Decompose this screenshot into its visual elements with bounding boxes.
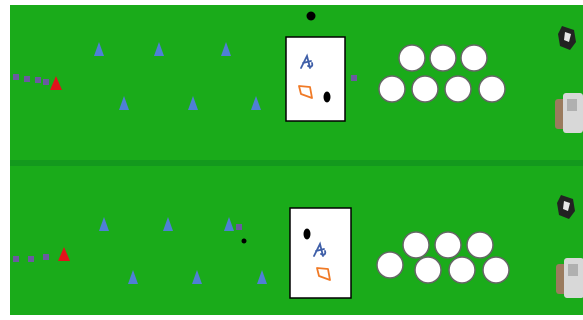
ball	[403, 232, 429, 258]
cone	[163, 217, 173, 231]
ball-marker	[304, 229, 311, 240]
ball-marker	[324, 92, 331, 103]
cone	[154, 42, 164, 56]
bottom-lane	[13, 195, 583, 298]
marker	[351, 75, 357, 81]
target-board	[286, 37, 345, 121]
cone	[94, 42, 104, 56]
ball-marker	[307, 12, 316, 21]
ball	[483, 257, 509, 283]
marker	[24, 76, 30, 82]
ball	[415, 257, 441, 283]
marker	[28, 256, 34, 262]
goalkeeper-icon	[557, 195, 575, 219]
marker	[35, 77, 41, 83]
top-lane	[13, 12, 583, 134]
player-figure-icon	[556, 258, 583, 298]
marker	[43, 79, 49, 85]
ball	[449, 257, 475, 283]
ball	[467, 232, 493, 258]
marker	[13, 74, 19, 80]
cone	[221, 42, 231, 56]
cone	[224, 217, 234, 231]
marker	[13, 256, 19, 262]
cone	[128, 270, 138, 284]
ball	[479, 76, 505, 102]
target-board	[290, 208, 351, 298]
player-figure-icon	[555, 93, 583, 133]
ball-marker	[242, 239, 247, 244]
start-cone	[58, 247, 70, 261]
cone	[257, 270, 267, 284]
cone	[192, 270, 202, 284]
goalkeeper-icon	[558, 26, 576, 50]
ball	[445, 76, 471, 102]
cone	[251, 96, 261, 110]
ball	[412, 76, 438, 102]
marker	[43, 254, 49, 260]
cone	[188, 96, 198, 110]
ball	[379, 76, 405, 102]
cone	[99, 217, 109, 231]
cone	[119, 96, 129, 110]
marker	[236, 224, 242, 230]
ball	[399, 45, 425, 71]
start-cone	[50, 76, 62, 90]
ball	[430, 45, 456, 71]
ball	[461, 45, 487, 71]
ball	[435, 232, 461, 258]
ball	[377, 252, 403, 278]
